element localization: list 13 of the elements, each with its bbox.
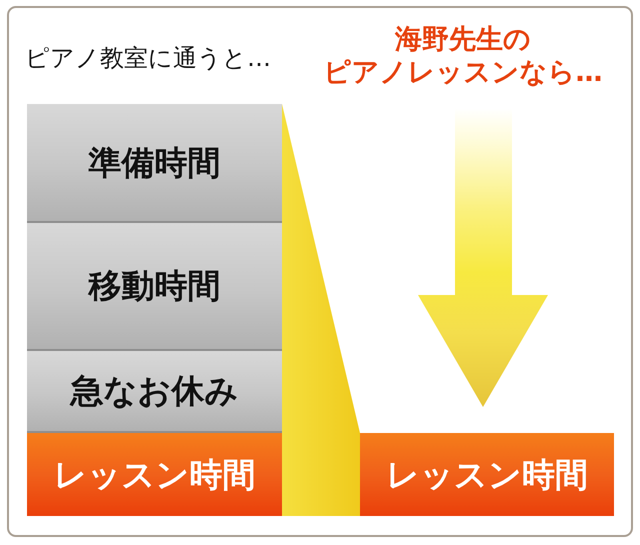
block-label: 移動時間 [88,266,220,306]
block-label: 急なお休み [70,371,238,411]
taper-wedge [282,104,360,516]
block-label: レッスン時間 [386,454,588,494]
time-block [27,351,282,433]
lesson-time-block [360,433,614,516]
block-label: 準備時間 [88,142,220,182]
lesson-time-block [27,433,282,516]
time-block [27,223,282,351]
block-label: レッスン時間 [54,454,256,494]
heading-text: ピアノ教室に通うと… [25,43,272,73]
time-block [27,104,282,223]
callout-heading: 海野先生のピアノレッスンなら… [322,23,604,89]
